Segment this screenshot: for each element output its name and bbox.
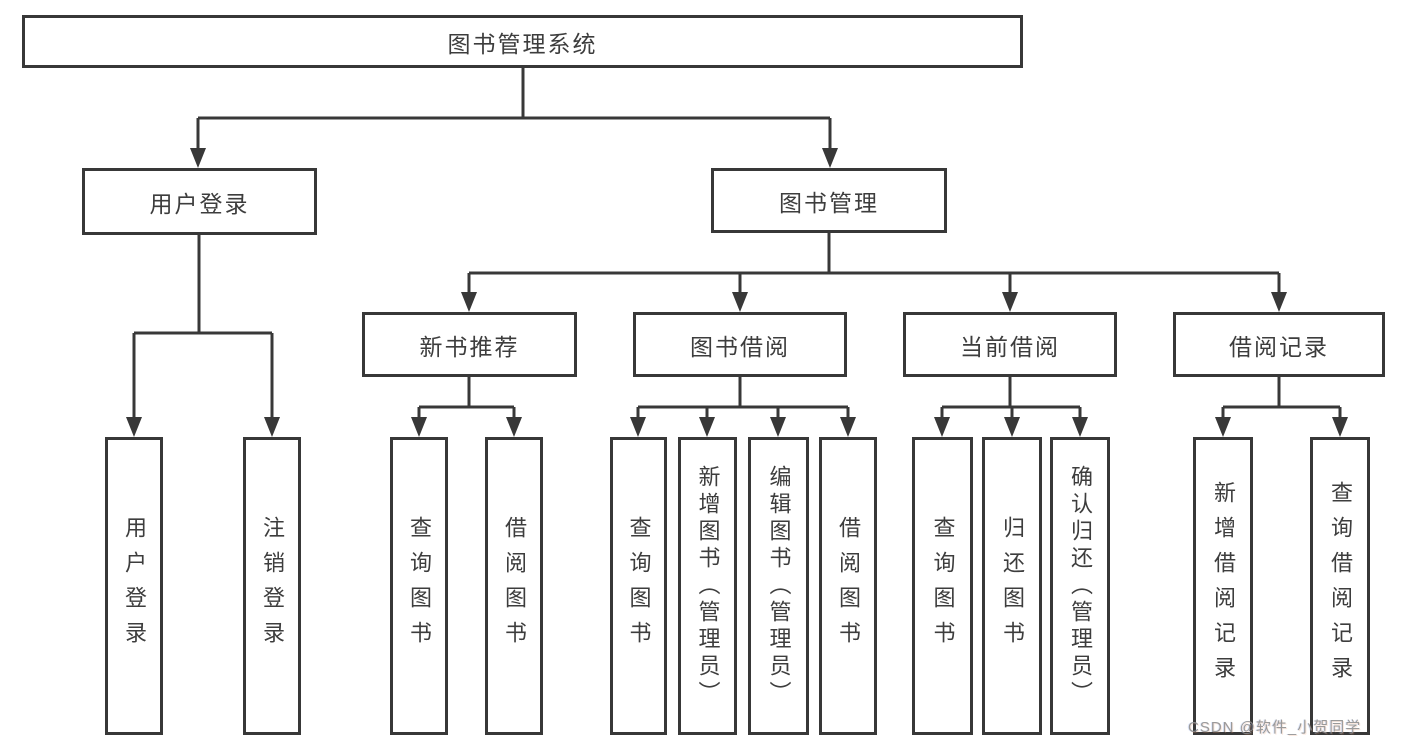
leaf-borrow-book-recommend: 借阅图书 bbox=[485, 437, 543, 735]
node-user-login: 用户登录 bbox=[82, 168, 317, 235]
leaf-query-borrow-record: 查询借阅记录 bbox=[1310, 437, 1370, 735]
leaf-query-book-recommend-label: 查询图书 bbox=[407, 516, 432, 656]
leaf-query-book-borrow: 查询图书 bbox=[610, 437, 667, 735]
leaf-borrow-book: 借阅图书 bbox=[819, 437, 877, 735]
leaf-user-login: 用户登录 bbox=[105, 437, 163, 735]
leaf-logout-label: 注销登录 bbox=[260, 516, 285, 656]
leaf-confirm-return-admin-label: 确认归还（管理员） bbox=[1068, 464, 1093, 708]
leaf-borrow-book-label: 借阅图书 bbox=[836, 516, 861, 656]
node-system-title: 图书管理系统 bbox=[22, 15, 1023, 68]
node-book-management: 图书管理 bbox=[711, 168, 947, 233]
watermark-text: CSDN @软件_小贺同学 bbox=[1188, 719, 1362, 736]
leaf-edit-book-admin-label: 编辑图书（管理员） bbox=[766, 464, 792, 708]
leaf-query-book-recommend: 查询图书 bbox=[390, 437, 448, 735]
leaf-query-book-current-label: 查询图书 bbox=[930, 516, 956, 656]
node-current-borrow: 当前借阅 bbox=[903, 312, 1117, 377]
leaf-add-book-admin-label: 新增图书（管理员） bbox=[695, 464, 721, 708]
leaf-query-book-borrow-label: 查询图书 bbox=[626, 516, 652, 656]
leaf-borrow-book-recommend-label: 借阅图书 bbox=[502, 516, 527, 656]
leaf-logout: 注销登录 bbox=[243, 437, 301, 735]
leaf-confirm-return-admin: 确认归还（管理员） bbox=[1050, 437, 1110, 735]
leaf-add-borrow-record: 新增借阅记录 bbox=[1193, 437, 1253, 735]
leaf-edit-book-admin: 编辑图书（管理员） bbox=[748, 437, 809, 735]
leaf-add-book-admin: 新增图书（管理员） bbox=[678, 437, 737, 735]
node-book-borrow: 图书借阅 bbox=[633, 312, 847, 377]
node-borrow-records: 借阅记录 bbox=[1173, 312, 1385, 377]
leaf-query-book-current: 查询图书 bbox=[912, 437, 973, 735]
leaf-return-book-label: 归还图书 bbox=[1000, 516, 1025, 656]
leaf-return-book: 归还图书 bbox=[982, 437, 1042, 735]
node-new-book-recommend: 新书推荐 bbox=[362, 312, 577, 377]
leaf-add-borrow-record-label: 新增借阅记录 bbox=[1211, 481, 1236, 691]
leaf-user-login-label: 用户登录 bbox=[122, 516, 147, 656]
leaf-query-borrow-record-label: 查询借阅记录 bbox=[1328, 481, 1353, 691]
